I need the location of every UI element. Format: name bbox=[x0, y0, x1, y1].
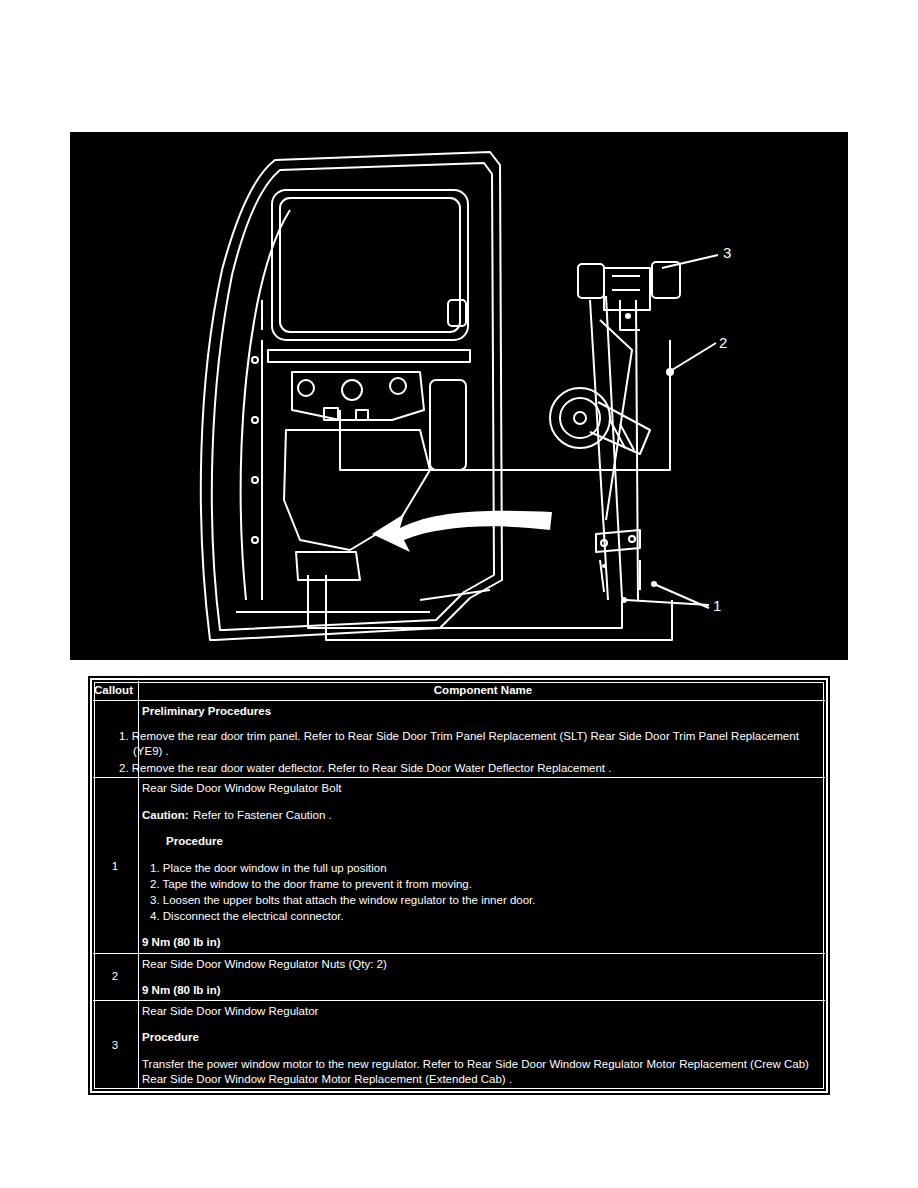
caution-text: Refer to Fastener Caution . bbox=[193, 808, 822, 823]
torque-value: 9 Nm (80 lb in) bbox=[142, 983, 442, 998]
section-heading: Procedure bbox=[166, 834, 366, 849]
callout-number: 3 bbox=[723, 244, 743, 261]
callout-number: 1 bbox=[713, 597, 733, 614]
procedure-step: 2. Remove the rear door water deflector.… bbox=[119, 761, 809, 776]
table-header: Component Name bbox=[140, 683, 826, 698]
callout-number: 1 bbox=[96, 859, 134, 874]
procedure-text: Transfer the power window motor to the n… bbox=[142, 1057, 822, 1087]
callout-number: 2 bbox=[96, 969, 134, 984]
section-heading: Preliminary Procedures bbox=[142, 704, 822, 719]
door-illustration bbox=[70, 132, 848, 660]
table-rule bbox=[93, 777, 825, 778]
table-header: Callout bbox=[94, 683, 138, 698]
component-name: Rear Side Door Window Regulator bbox=[142, 1004, 822, 1019]
table-rule bbox=[93, 953, 825, 954]
component-name: Rear Side Door Window Regulator Bolt bbox=[142, 781, 822, 796]
component-name: Rear Side Door Window Regulator Nuts (Qt… bbox=[142, 957, 822, 972]
procedure-step: 3. Loosen the upper bolts that attach th… bbox=[150, 893, 820, 908]
callout-number: 2 bbox=[719, 334, 739, 351]
table-rule bbox=[93, 1000, 825, 1001]
caution-label: Caution: bbox=[142, 808, 189, 823]
table-rule bbox=[93, 700, 825, 701]
procedure-step: 2. Tape the window to the door frame to … bbox=[150, 877, 820, 892]
torque-value: 9 Nm (80 lb in) bbox=[142, 935, 442, 950]
procedure-step: 1. Place the door window in the full up … bbox=[150, 861, 820, 876]
section-heading: Procedure bbox=[142, 1030, 342, 1045]
procedure-step: 4. Disconnect the electrical connector. bbox=[150, 909, 820, 924]
callout-number: 3 bbox=[96, 1038, 134, 1053]
procedure-step: 1. Remove the rear door trim panel. Refe… bbox=[119, 729, 809, 759]
table-rule bbox=[138, 681, 139, 1089]
